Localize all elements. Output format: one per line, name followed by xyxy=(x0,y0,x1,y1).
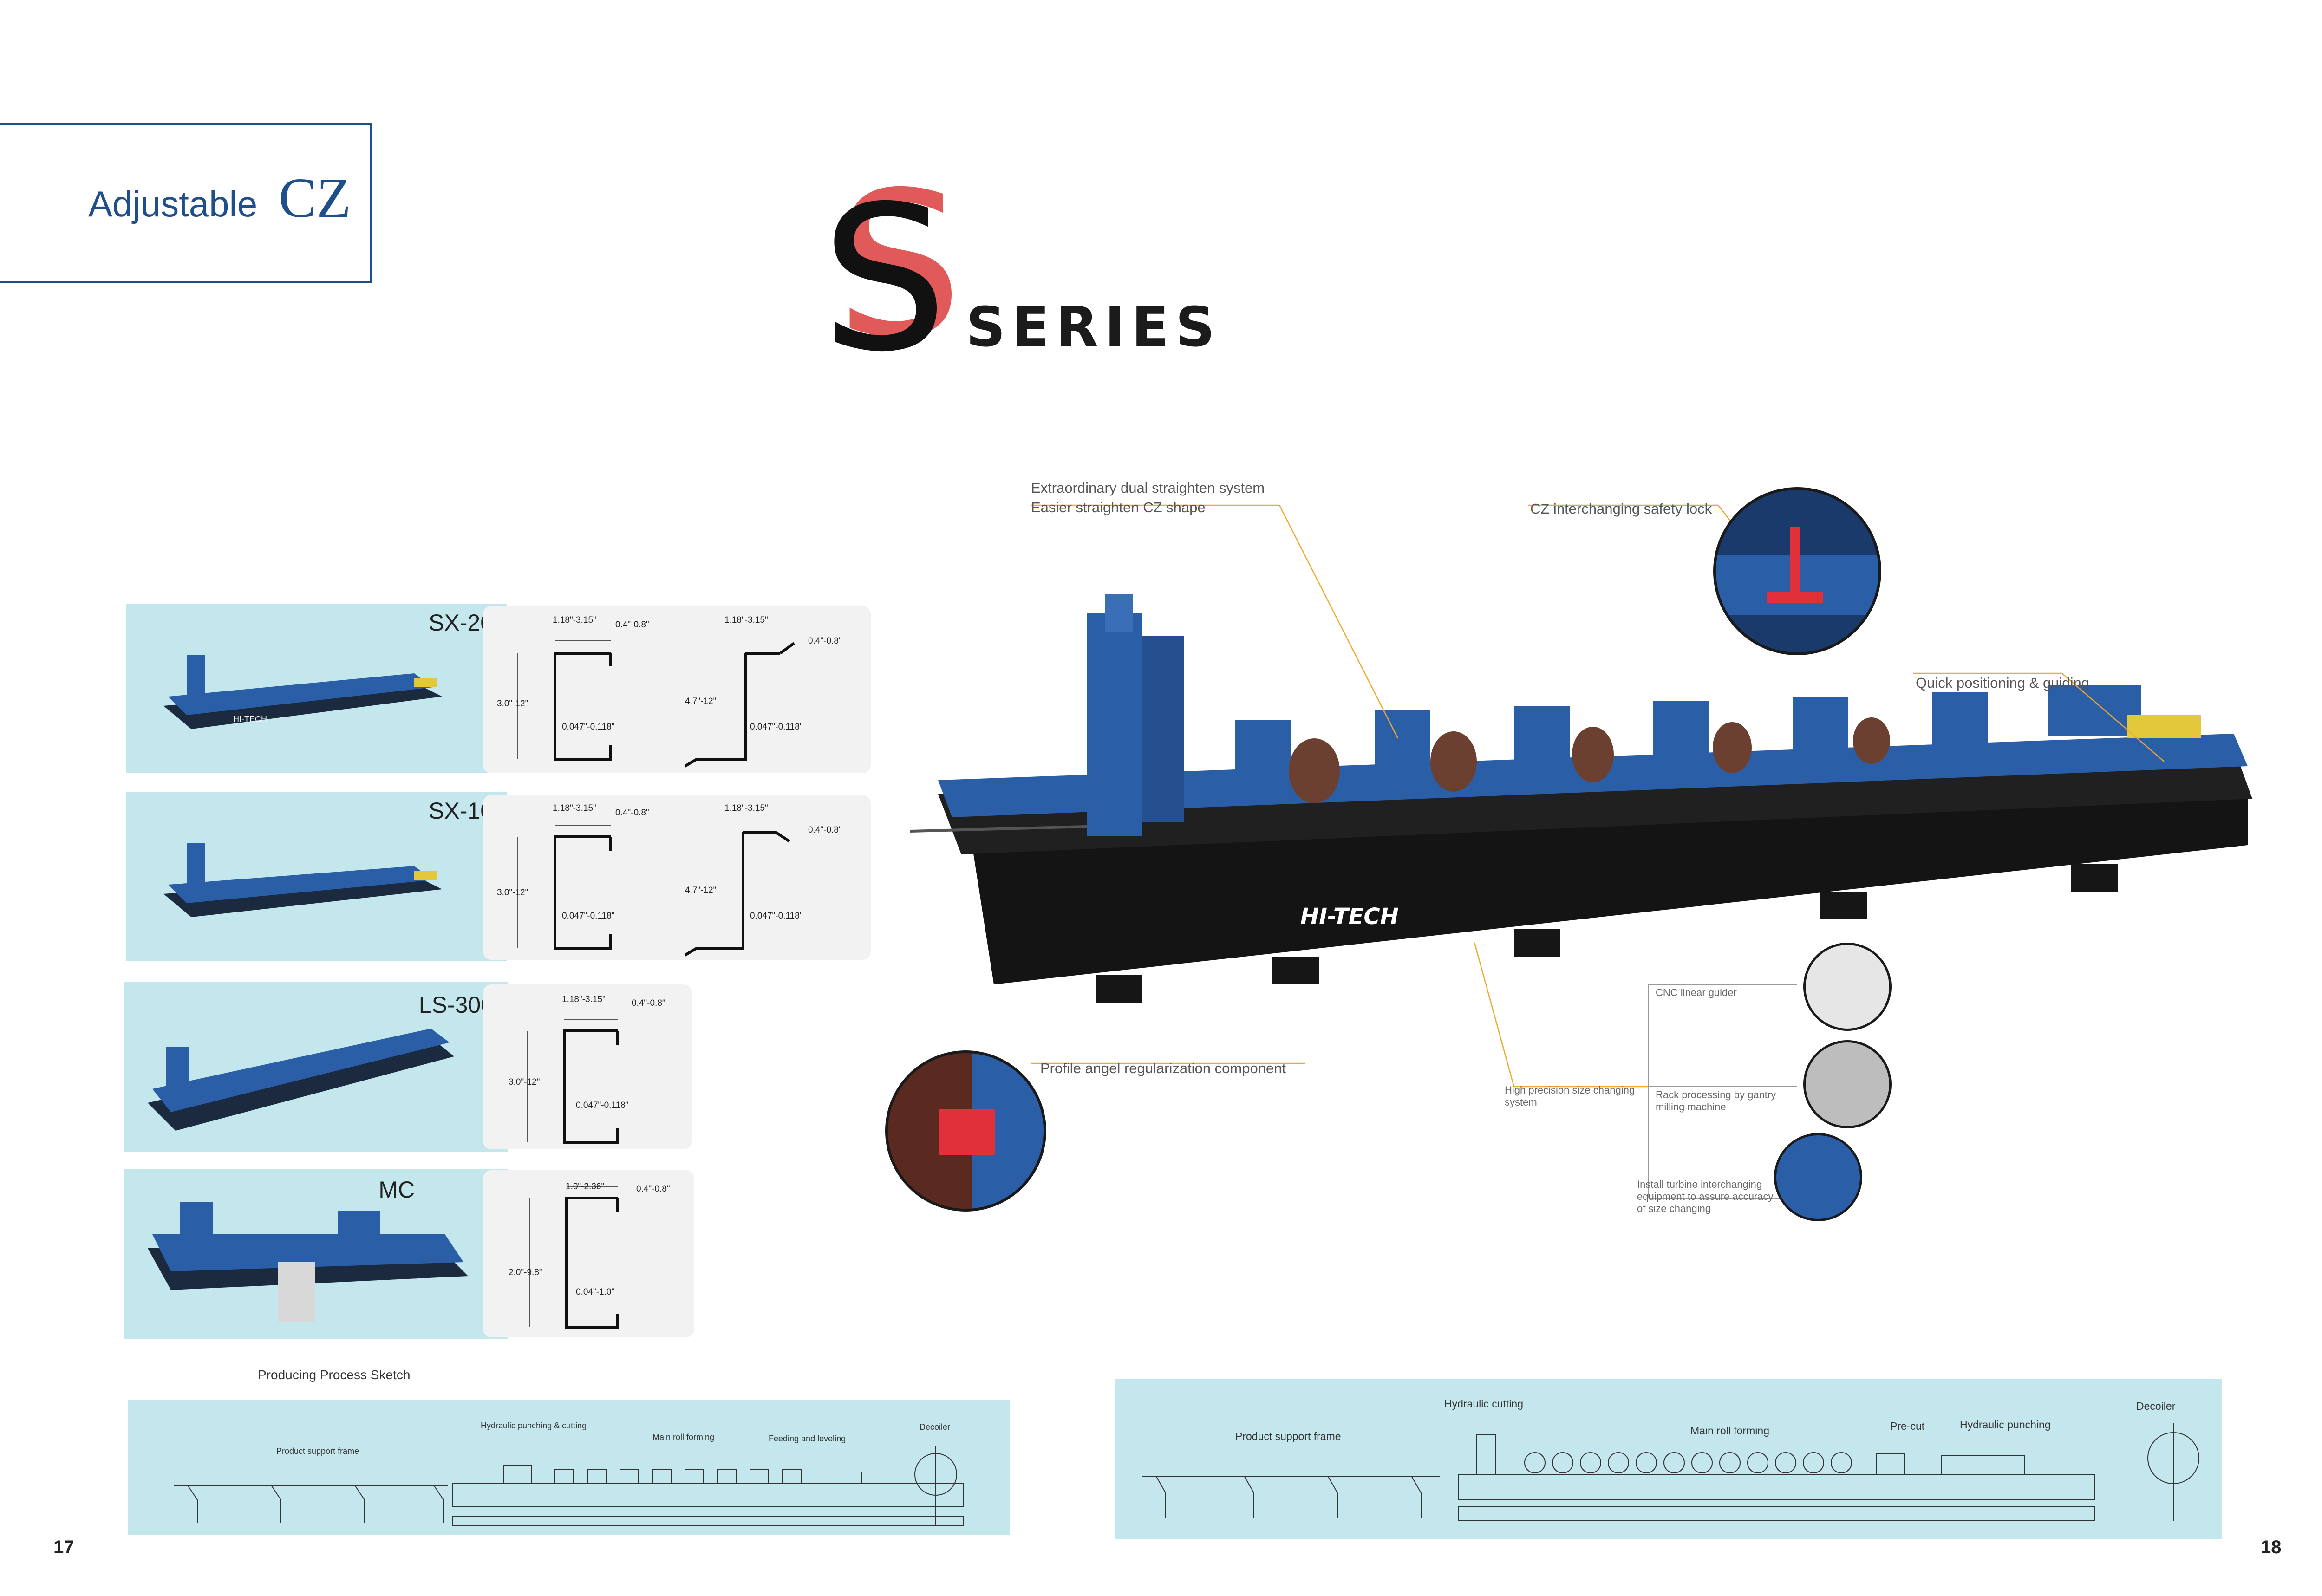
machine-thumbnail xyxy=(148,1029,454,1131)
model-panel-sx10: SX-10 xyxy=(126,792,507,961)
callout-high-precision: High precision size changing system xyxy=(1505,1084,1635,1108)
series-word: SERIES xyxy=(966,295,1221,359)
model-name: MC xyxy=(378,1177,415,1203)
svg-text:S: S xyxy=(836,150,963,382)
main-machine-illustration: HI-TECH xyxy=(910,594,2252,1003)
series-s-logo: S S xyxy=(821,150,963,396)
machine-thumbnail: HI-TECH xyxy=(163,655,442,729)
process-line-drawing xyxy=(174,1446,964,1526)
svg-text:S: S xyxy=(821,163,948,396)
title-cz: CZ xyxy=(279,167,351,229)
callout-dual-straighten: Extraordinary dual straighten system Eas… xyxy=(1031,480,1265,515)
callout-rack: Rack processing by gantry milling machin… xyxy=(1656,1089,1776,1113)
model-name: SX-10 xyxy=(429,798,493,824)
process-panel-right: Product support frame Hydraulic cutting … xyxy=(1115,1379,2222,1539)
model-name: LS-300 xyxy=(418,992,494,1018)
model-panel-ls300: LS-300 xyxy=(124,982,508,1152)
process-line-drawing xyxy=(1142,1423,2199,1521)
model-panel-mc: MC xyxy=(124,1169,508,1339)
model-name: SX-20 xyxy=(429,610,493,636)
process-title: Producing Process Sketch xyxy=(258,1368,411,1382)
machine-thumbnail xyxy=(163,843,442,917)
profile-drawing-ls300: 1.18"-3.15" 0.4"-0.8" 3.0"-12" 0.047"-0.… xyxy=(483,984,692,1149)
cnc-guider-detail-circle xyxy=(1806,945,1889,1029)
c-profile-drawing xyxy=(527,1019,619,1144)
profile-drawing-sx10: 1.18"-3.15" 0.4"-0.8" 3.0"-12" 0.047"-0.… xyxy=(483,795,871,960)
c-profile-drawing xyxy=(529,1186,619,1329)
process-panel-left: Product support frame Hydraulic punching… xyxy=(128,1400,1010,1535)
rack-detail-circle xyxy=(1806,1042,1889,1126)
page-number-left: 17 xyxy=(53,1537,74,1557)
c-profile-drawing xyxy=(517,825,790,957)
callout-quick-positioning: Quick positioning & guiding xyxy=(1916,675,2089,691)
profile-drawing-mc: 1.0"-2.36" 0.4"-0.8" 2.0"-9.8" 0.04"-1.0… xyxy=(483,1170,694,1337)
callout-profile-angel: Profile angel regularization component xyxy=(1040,1060,1286,1076)
callout-turbine: Install turbine interchanging equipment … xyxy=(1637,1179,1774,1214)
page-number-right: 18 xyxy=(2261,1537,2282,1557)
callout-cnc-guider: CNC linear guider xyxy=(1656,987,1737,998)
svg-text:HI-TECH: HI-TECH xyxy=(233,715,267,724)
profile-angel-detail-circle xyxy=(888,1053,1044,1209)
title-word: Adjustable xyxy=(88,183,258,224)
model-panel-sx20: HI-TECH SX-20 xyxy=(126,604,507,773)
brand-logo: HI-TECH xyxy=(1300,904,1399,930)
callout-safety-lock: CZ interchanging safety lock xyxy=(1530,501,1712,517)
title-box: Adjustable CZ xyxy=(0,123,372,283)
profile-drawing-sx20: 1.18"-3.15" 0.4"-0.8" 3.0"-12" 0.047"-0.… xyxy=(483,606,871,773)
turbine-detail-circle xyxy=(1776,1135,1860,1219)
machine-thumbnail xyxy=(148,1202,468,1322)
c-profile-drawing xyxy=(517,640,795,768)
safety-lock-detail-circle xyxy=(1716,490,1878,652)
